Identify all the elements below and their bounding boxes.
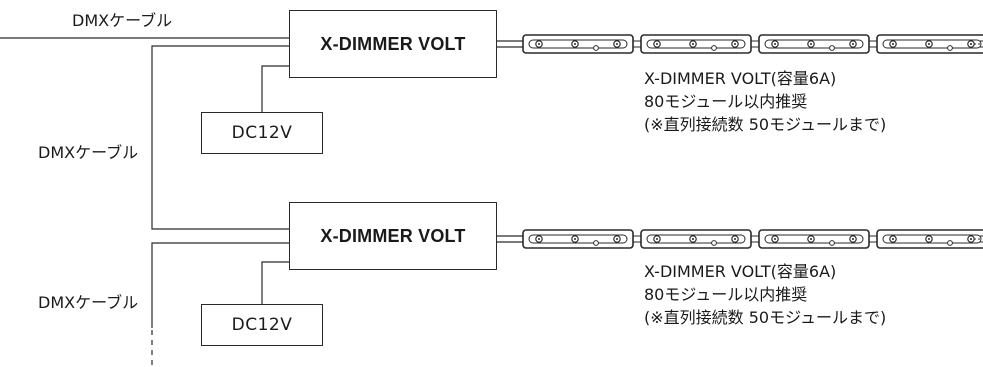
module-link-wire bbox=[751, 235, 759, 243]
module-link-wire bbox=[869, 40, 877, 48]
output-line-2 bbox=[497, 235, 523, 243]
dimmer-box-2: X-DIMMER VOLT bbox=[289, 202, 497, 270]
dimmer-box-1: X-DIMMER VOLT bbox=[289, 10, 497, 78]
strip-continuation-wire bbox=[970, 235, 983, 243]
module-link-wire bbox=[751, 40, 759, 48]
dmx-cable-label-middle: DMXケーブル bbox=[38, 143, 139, 162]
spec-line: 80モジュール以内推奨 bbox=[644, 92, 808, 111]
dmx-cable-label-top: DMXケーブル bbox=[72, 11, 173, 30]
output-line-1 bbox=[497, 40, 523, 48]
led-module bbox=[522, 229, 634, 249]
dimmer-label-1: X-DIMMER VOLT bbox=[320, 33, 466, 54]
spec-note-2: X-DIMMER VOLT(容量6A) 80モジュール以内推奨 (※直列接続数 … bbox=[644, 260, 886, 329]
module-link-wire bbox=[633, 235, 641, 243]
spec-line: X-DIMMER VOLT(容量6A) bbox=[644, 262, 837, 281]
psu-link-line-2 bbox=[261, 261, 289, 304]
spec-note-1: X-DIMMER VOLT(容量6A) 80モジュール以内推奨 (※直列接続数 … bbox=[644, 67, 886, 136]
dmx-link-line bbox=[151, 45, 289, 230]
module-link-wire bbox=[869, 235, 877, 243]
dmx-continue-line bbox=[151, 242, 289, 328]
led-module bbox=[876, 229, 983, 249]
dimmer-label-2: X-DIMMER VOLT bbox=[320, 225, 466, 246]
spec-line: X-DIMMER VOLT(容量6A) bbox=[644, 69, 837, 88]
psu-link-line-1 bbox=[261, 65, 289, 112]
led-module bbox=[876, 34, 983, 54]
led-module-strip-2 bbox=[522, 229, 983, 249]
power-supply-label-1: DC12V bbox=[231, 123, 293, 143]
led-module bbox=[522, 34, 634, 54]
spec-line: (※直列接続数 50モジュールまで) bbox=[644, 308, 887, 327]
led-module-strip-1 bbox=[522, 34, 983, 54]
module-link-wire bbox=[633, 40, 641, 48]
led-module bbox=[640, 229, 752, 249]
power-supply-label-2: DC12V bbox=[231, 315, 293, 335]
strip-continuation-wire bbox=[970, 40, 983, 48]
led-module bbox=[640, 34, 752, 54]
dmx-cable-label-bottom: DMXケーブル bbox=[38, 293, 139, 312]
led-module bbox=[758, 34, 870, 54]
spec-line: 80モジュール以内推奨 bbox=[644, 285, 808, 304]
spec-line: (※直列接続数 50モジュールまで) bbox=[644, 115, 887, 134]
power-supply-box-2: DC12V bbox=[201, 304, 323, 346]
led-module bbox=[758, 229, 870, 249]
power-supply-box-1: DC12V bbox=[201, 112, 323, 154]
